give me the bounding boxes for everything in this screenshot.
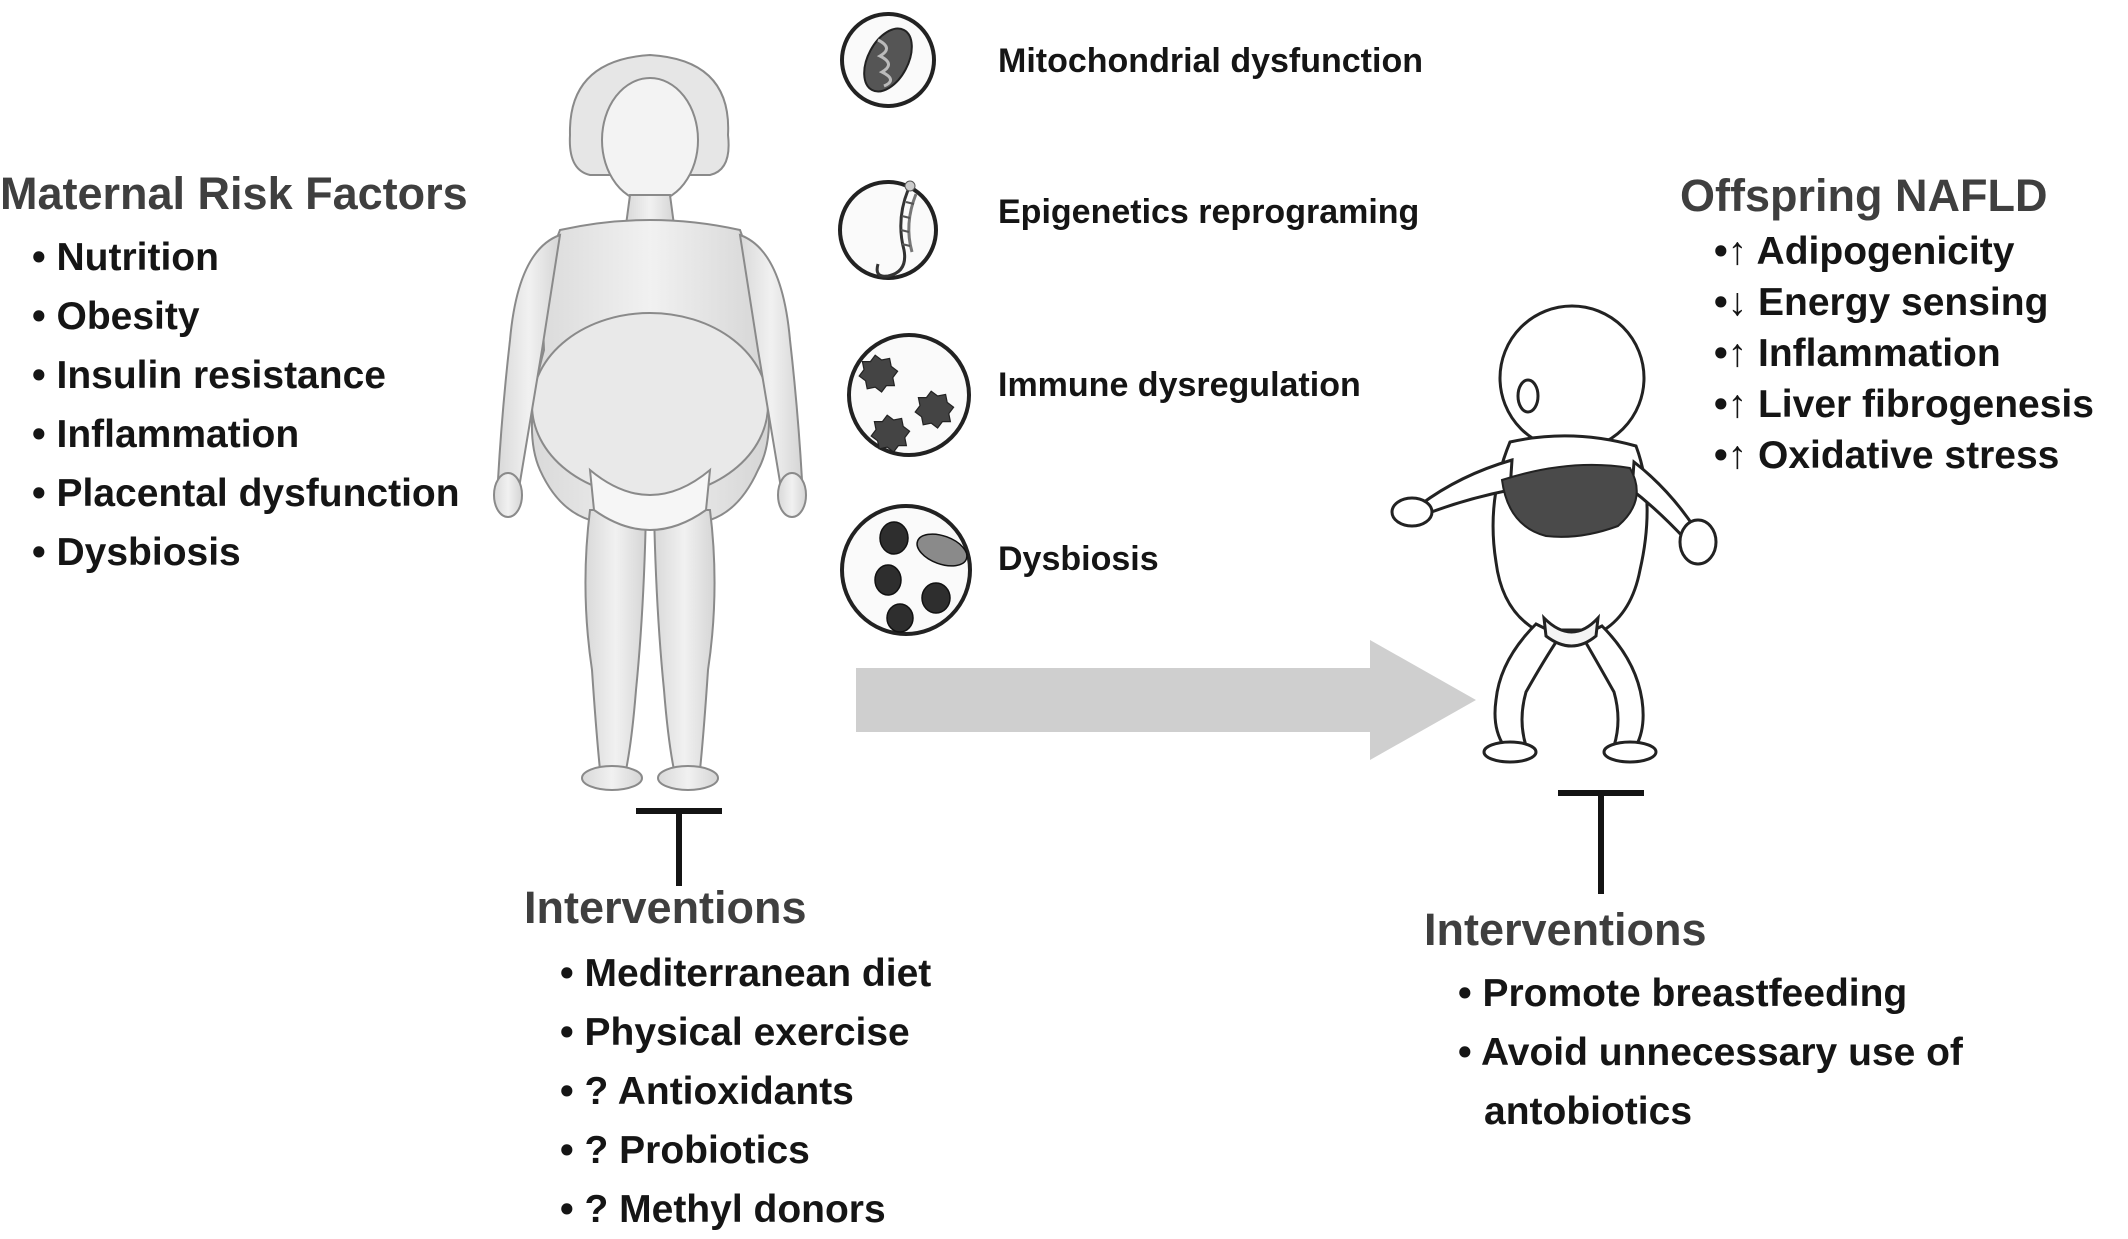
bacteria-icon	[836, 500, 976, 640]
infant-interventions-list: • Promote breastfeeding • Avoid unnecess…	[1458, 964, 1963, 1141]
list-item: • Nutrition	[32, 236, 219, 279]
offspring-nafld-list: •↑ Adipogenicity •↓ Energy sensing •↑ In…	[1714, 226, 2094, 481]
list-item: • Inflammation	[32, 413, 300, 456]
list-item: • Placental dysfunction	[32, 472, 460, 515]
pregnant-woman-illustration	[440, 50, 860, 800]
transmission-arrow	[856, 640, 1476, 760]
list-item: • Mediterranean diet	[560, 952, 932, 995]
maternal-risk-factors-heading: Maternal Risk Factors	[0, 168, 468, 219]
dna-icon	[838, 160, 938, 300]
list-item: •↑ Liver fibrogenesis	[1714, 383, 2094, 426]
mitochondrion-icon	[838, 0, 938, 120]
liver-illustration	[1500, 463, 1638, 538]
offspring-nafld-heading: Offspring NAFLD	[1680, 170, 2048, 221]
list-item: • Promote breastfeeding	[1458, 972, 1908, 1015]
mechanism-label-epigenetics: Epigenetics reprograming	[998, 193, 1420, 231]
list-item: • Insulin resistance	[32, 354, 386, 397]
list-item: •↑ Oxidative stress	[1714, 434, 2060, 477]
list-item: • Physical exercise	[560, 1011, 910, 1054]
maternal-inhibition-stem	[676, 808, 682, 886]
list-item: •↑ Adipogenicity	[1714, 230, 2015, 273]
maternal-interventions-heading: Interventions	[524, 882, 807, 933]
immune-cells-icon	[844, 330, 974, 460]
mechanism-label-mitochondrial: Mitochondrial dysfunction	[998, 42, 1423, 80]
list-item: •↑ Inflammation	[1714, 332, 2001, 375]
mechanism-label-immune: Immune dysregulation	[998, 366, 1361, 404]
list-item: • ? Antioxidants	[560, 1070, 854, 1113]
list-item: • ? Methyl donors	[560, 1188, 886, 1231]
list-item: • Dysbiosis	[32, 531, 241, 574]
mechanism-label-dysbiosis: Dysbiosis	[998, 540, 1159, 578]
infant-illustration	[1340, 300, 1760, 770]
list-item: antobiotics	[1484, 1090, 1693, 1133]
list-item: • Avoid unnecessary use of	[1458, 1031, 1963, 1074]
maternal-interventions-list: • Mediterranean diet • Physical exercise…	[560, 944, 931, 1239]
list-item: •↓ Energy sensing	[1714, 281, 2049, 324]
maternal-risk-factors-list: • Nutrition • Obesity • Insulin resistan…	[32, 228, 460, 582]
infant-inhibition-stem	[1598, 790, 1604, 894]
infant-interventions-heading: Interventions	[1424, 904, 1707, 955]
list-item: • Obesity	[32, 295, 200, 338]
list-item: • ? Probiotics	[560, 1129, 810, 1172]
